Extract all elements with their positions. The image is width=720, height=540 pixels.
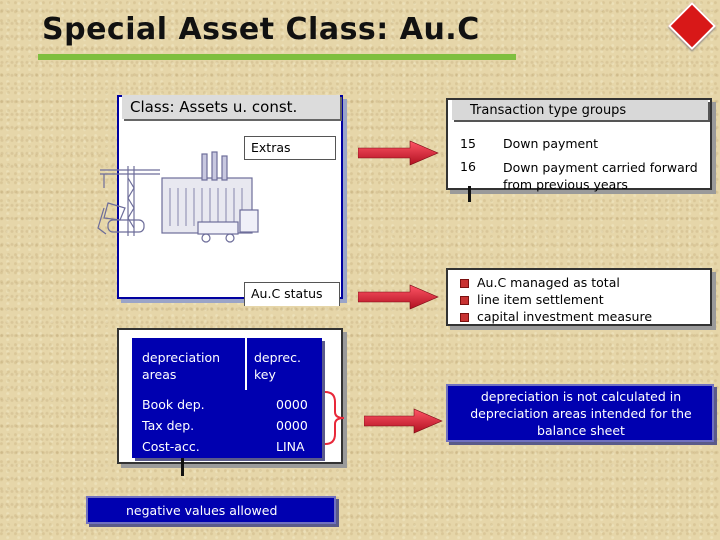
status-bullet-item: capital investment measure: [460, 309, 652, 324]
table-row-area: Cost-acc.: [142, 439, 200, 454]
brace-icon: [324, 391, 345, 445]
column-header-area: depreciation areas: [142, 350, 221, 382]
title-underline: [38, 54, 516, 60]
construction-site-icon: [97, 151, 259, 243]
table-row-area: Book dep.: [142, 397, 205, 412]
table-divider: [245, 338, 247, 390]
bullet-icon: [460, 296, 469, 305]
transaction-groups-header: [452, 100, 708, 120]
auc-status-label: Au.C status: [244, 282, 340, 306]
right-arrow-icon: [358, 284, 439, 310]
right-arrow-icon: [358, 140, 439, 166]
transaction-desc: Down payment carried forward from previo…: [503, 160, 698, 192]
table-row-key: 0000: [276, 397, 308, 412]
negative-note-box: [86, 496, 336, 524]
page-title: Special Asset Class: Au.C: [42, 12, 480, 47]
status-bullet-item: line item settlement: [460, 292, 604, 307]
negative-note: negative values allowed: [126, 503, 278, 518]
column-header-key: deprec. key: [254, 350, 301, 382]
transaction-code: 15: [460, 136, 476, 151]
status-bullet-item: Au.C managed as total: [460, 275, 620, 290]
asset-class-label: Class: Assets u. const.: [130, 98, 298, 116]
depreciation-table: [132, 338, 322, 458]
auc-status-panel: [446, 268, 712, 326]
tick-mark: [181, 458, 184, 476]
transaction-code: 16: [460, 159, 476, 174]
asset-class-header: [122, 95, 340, 119]
transaction-desc: Down payment: [503, 136, 599, 151]
depreciation-note: depreciation is not calculated in deprec…: [470, 389, 692, 438]
transaction-groups-title: Transaction type groups: [470, 103, 627, 118]
bullet-icon: [460, 313, 469, 322]
table-row-key: LINA: [276, 439, 305, 454]
depreciation-note-box: [446, 384, 714, 442]
bullet-icon: [460, 279, 469, 288]
table-row-area: Tax dep.: [142, 418, 195, 433]
tick-mark: [468, 186, 471, 202]
right-arrow-icon: [364, 408, 443, 434]
table-row-key: 0000: [276, 418, 308, 433]
diamond-icon: [667, 1, 717, 51]
extras-label: Extras: [244, 136, 336, 160]
